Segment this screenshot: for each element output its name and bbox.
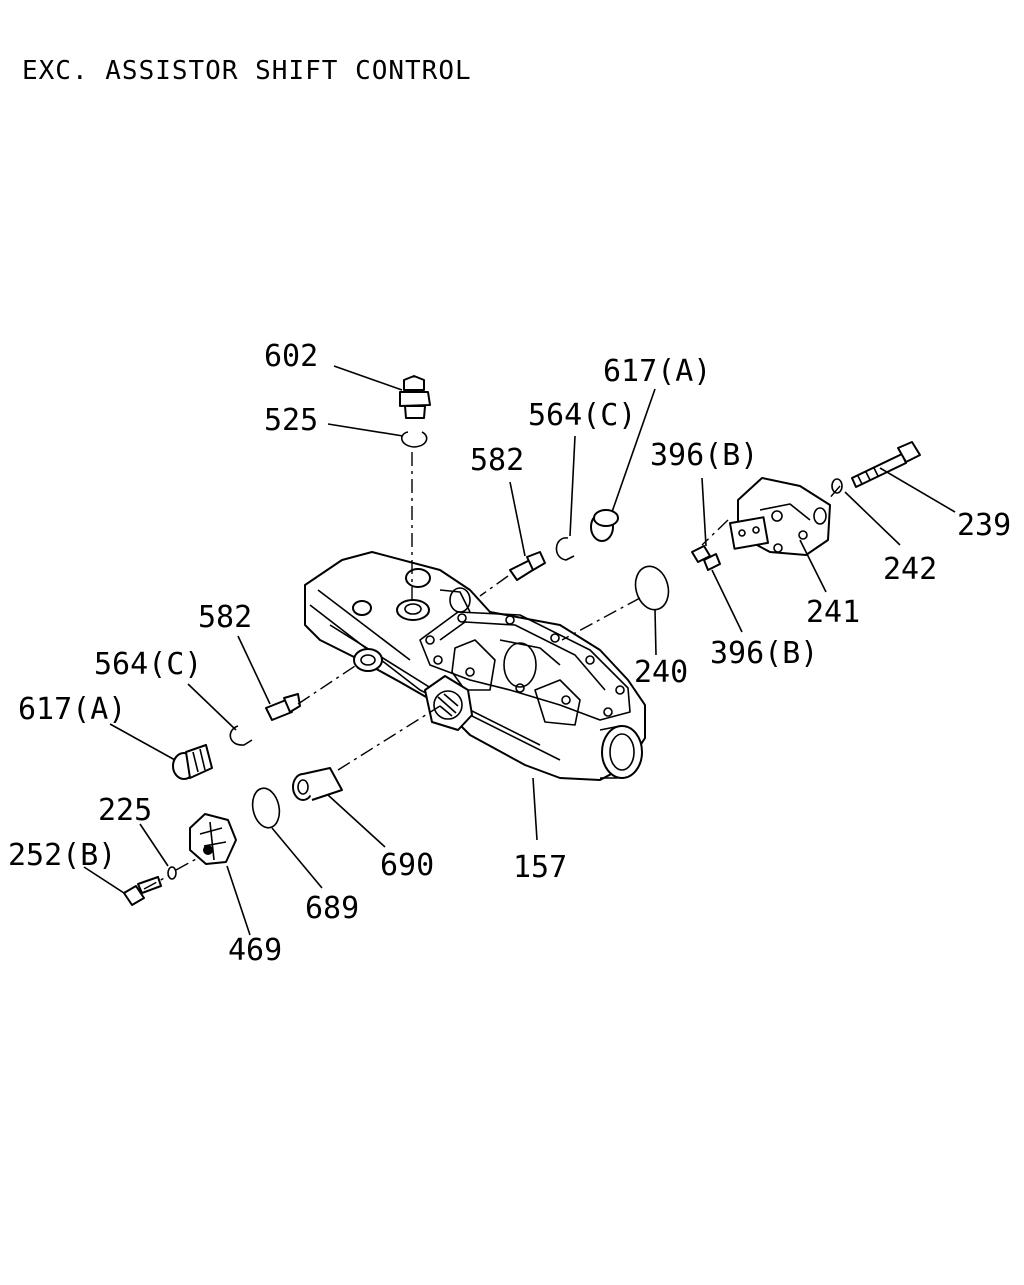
callout-525: 525 bbox=[264, 403, 318, 438]
callout-689: 689 bbox=[305, 891, 359, 926]
part-617a-top bbox=[590, 509, 619, 542]
part-252b-bolt bbox=[123, 876, 162, 906]
part-582-left bbox=[265, 693, 301, 721]
callout-564c-left: 564(C) bbox=[94, 647, 202, 682]
part-396b-pins bbox=[691, 545, 721, 571]
callout-396b-top: 396(B) bbox=[650, 438, 758, 473]
part-241-block bbox=[729, 477, 831, 556]
callout-582-top: 582 bbox=[470, 443, 524, 478]
callout-157: 157 bbox=[513, 850, 567, 885]
part-617a-left bbox=[172, 744, 213, 780]
part-225-washer bbox=[167, 866, 177, 880]
callout-242: 242 bbox=[883, 552, 937, 587]
callout-225: 225 bbox=[98, 793, 152, 828]
housing-157 bbox=[304, 551, 646, 781]
part-240-oring bbox=[634, 565, 670, 611]
callout-241: 241 bbox=[806, 595, 860, 630]
callout-564c-top: 564(C) bbox=[528, 398, 636, 433]
part-242-washer bbox=[831, 478, 843, 494]
part-564c-left bbox=[229, 725, 253, 746]
part-525 bbox=[401, 431, 428, 448]
part-469-cover bbox=[189, 813, 237, 865]
leader-lines bbox=[83, 365, 956, 936]
callout-252b: 252(B) bbox=[8, 838, 116, 873]
part-564c-top bbox=[555, 537, 575, 561]
part-602 bbox=[399, 375, 431, 419]
part-689-oring bbox=[251, 787, 281, 829]
callout-617a-top: 617(A) bbox=[603, 354, 711, 389]
part-690-sleeve bbox=[292, 767, 343, 801]
callout-617a-left: 617(A) bbox=[18, 692, 126, 727]
callout-602: 602 bbox=[264, 339, 318, 374]
part-239-bolt bbox=[851, 441, 921, 488]
callout-240: 240 bbox=[634, 655, 688, 690]
diagram-title: EXC. ASSISTOR SHIFT CONTROL bbox=[22, 56, 472, 86]
part-582-top bbox=[509, 551, 546, 581]
callout-469: 469 bbox=[228, 933, 282, 968]
callout-690: 690 bbox=[380, 848, 434, 883]
callout-396b-bottom: 396(B) bbox=[710, 636, 818, 671]
callout-239: 239 bbox=[957, 508, 1011, 543]
callout-582-left: 582 bbox=[198, 600, 252, 635]
